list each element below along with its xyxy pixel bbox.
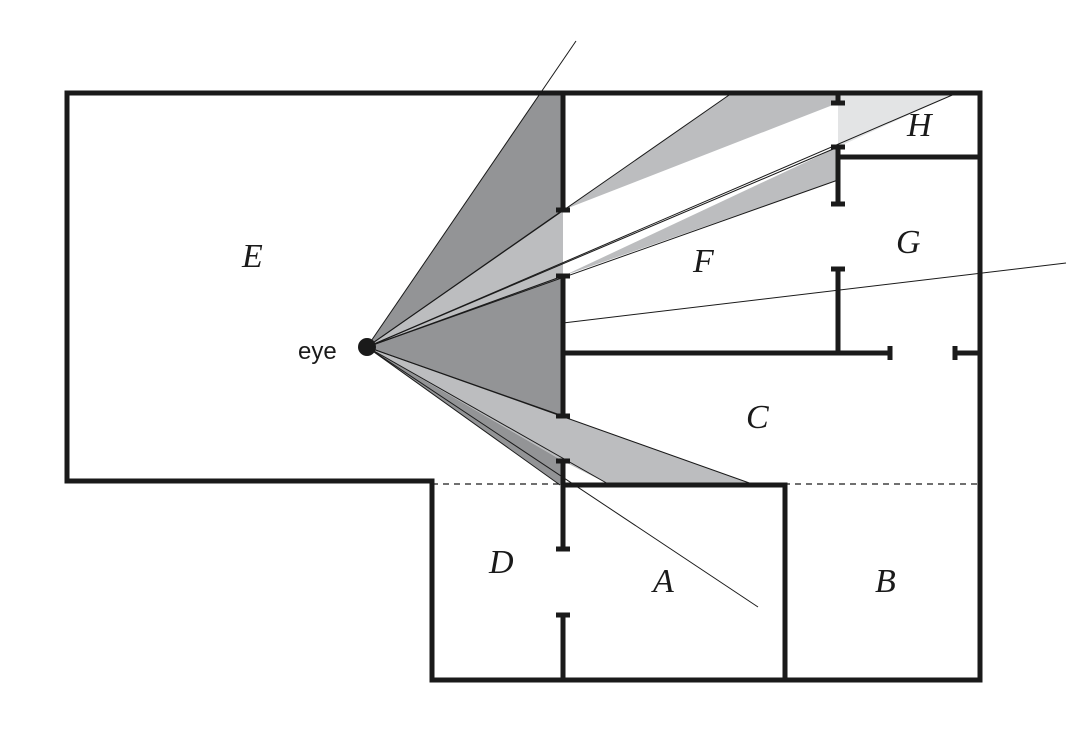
- door-caps: [556, 100, 958, 618]
- room-label-h: H: [906, 107, 934, 144]
- frustum-edge: [366, 209, 564, 348]
- room-label-f: F: [692, 243, 715, 280]
- frustum-room-f-dark: [367, 276, 563, 416]
- view-frustums: [367, 93, 957, 485]
- outer-wall: [64, 90, 983, 683]
- frustum-room-e-dark: [367, 93, 563, 347]
- room-label-a: A: [651, 563, 674, 600]
- walls: [64, 90, 983, 683]
- eye-label: eye: [298, 338, 337, 365]
- center-view-line: [562, 262, 1067, 324]
- frustum-room-h-light: [838, 93, 957, 147]
- frustum-edge: [366, 179, 839, 348]
- frustum-edge: [366, 92, 958, 348]
- room-labels: E F G H C D A B: [241, 107, 934, 600]
- frustum-edge: [366, 275, 564, 348]
- room-label-b: B: [875, 563, 896, 600]
- eye-point: [358, 338, 376, 356]
- room-label-c: C: [746, 399, 769, 436]
- room-label-d: D: [488, 544, 514, 581]
- room-label-g: G: [896, 224, 921, 261]
- frustum-room-g-band: [563, 147, 838, 276]
- frustum-edge: [366, 346, 561, 486]
- room-label-e: E: [241, 238, 263, 275]
- frustum-edge: [366, 146, 839, 348]
- frustum-edges: [366, 92, 958, 486]
- frustum-room-h-band: [563, 93, 838, 210]
